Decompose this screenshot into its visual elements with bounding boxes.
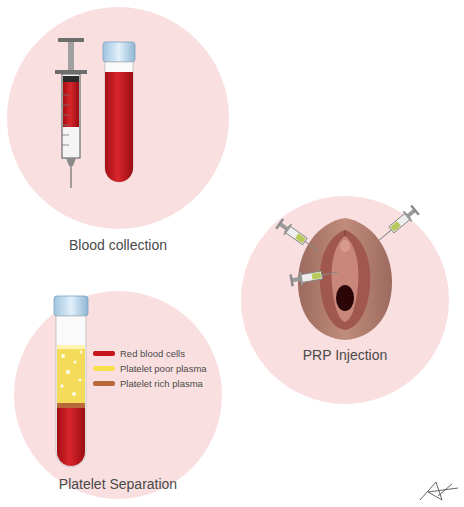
signature-mark [420,482,458,500]
circle-panel: Platelet Separation [13,290,223,500]
panel-caption: Platelet Separation [59,476,177,493]
legend-swatch [93,351,115,356]
legend-swatch [93,381,115,386]
legend-row: Platelet rich plasma [93,376,207,391]
legend-label: Red blood cells [120,348,185,359]
legend-row: Platelet poor plasma [93,361,207,376]
legend-swatch [93,366,115,371]
separation-tube [54,296,88,467]
circle-fill [241,196,449,404]
legend-row: Red blood cells [93,346,207,361]
panel-caption: Blood collection [69,237,167,254]
legend: Red blood cellsPlatelet poor plasmaPlate… [93,346,207,391]
circle-fill [14,291,222,499]
legend-label: Platelet poor plasma [120,363,207,374]
blood-tube [103,42,135,182]
panel-caption: PRP Injection [303,347,388,364]
circle-shape [13,290,223,500]
circle-fill [7,7,229,229]
legend-label: Platelet rich plasma [120,378,203,389]
